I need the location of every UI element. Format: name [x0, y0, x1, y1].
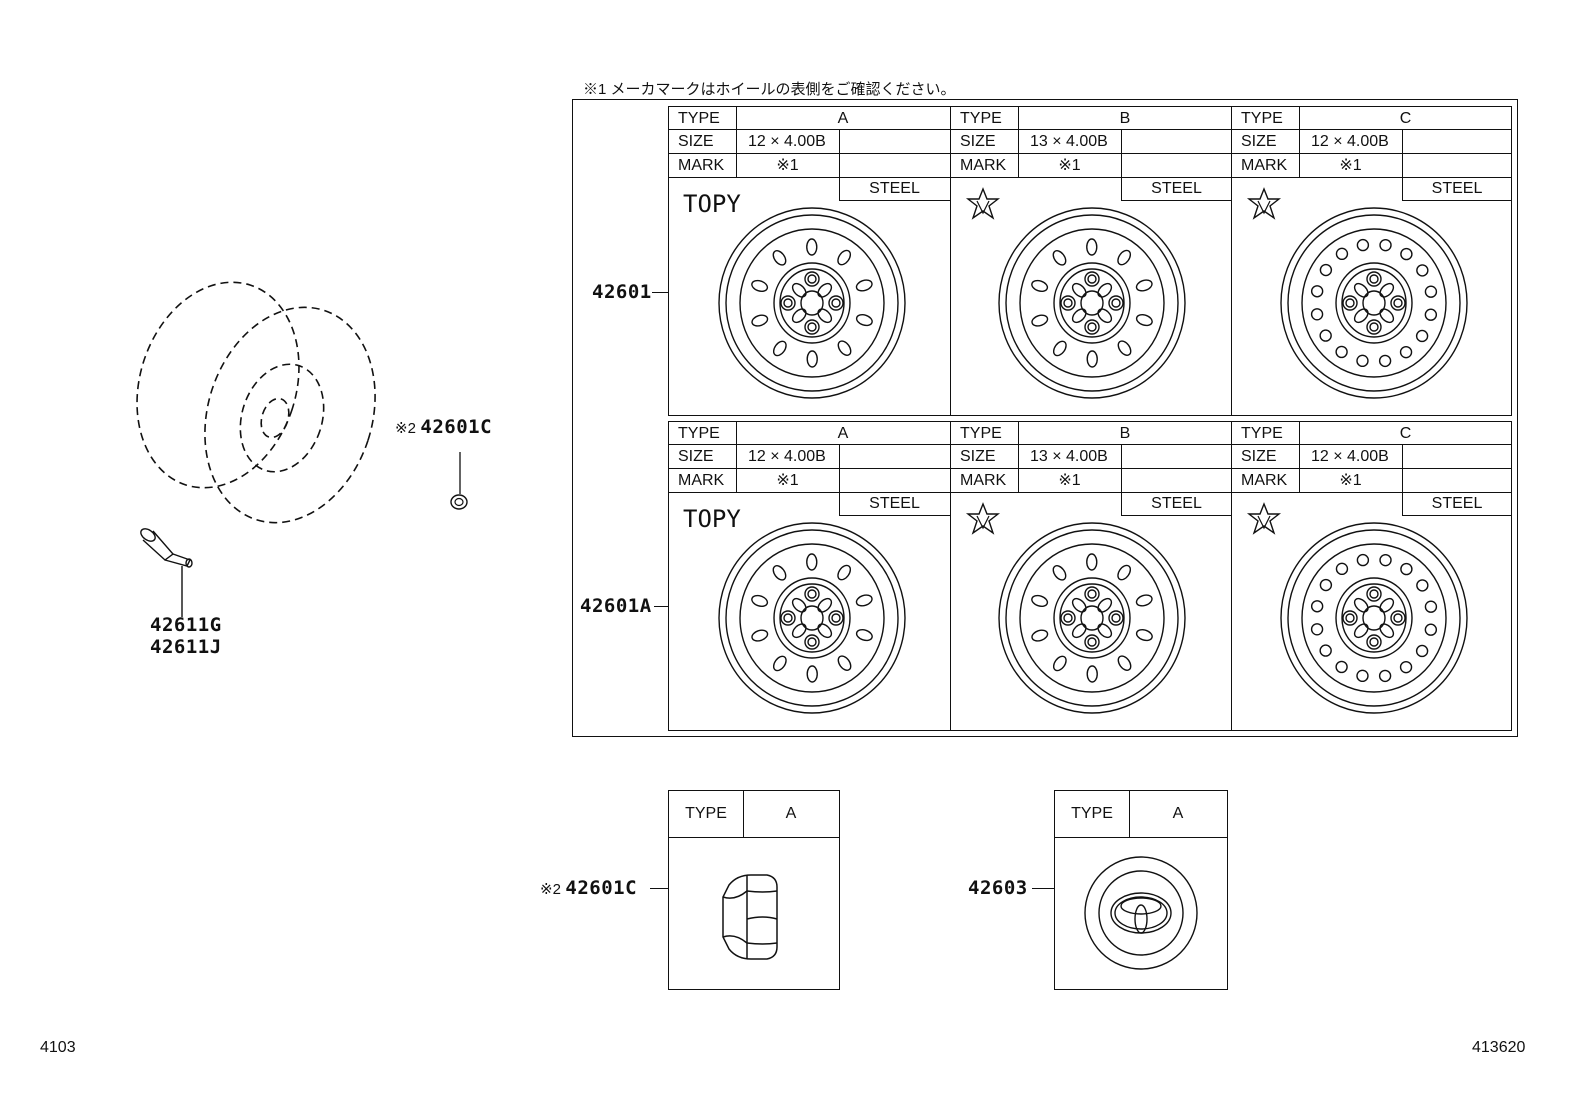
size-value: 12 × 4.00B — [748, 133, 826, 150]
maker-topy-logo: TOPY — [683, 190, 741, 218]
maker-star-logo-icon — [965, 502, 1001, 535]
callout-prefix: ※2 — [540, 881, 561, 898]
material-value: STEEL — [1151, 495, 1202, 512]
mark-label: MARK — [1241, 472, 1288, 489]
wheel-table-frame — [572, 99, 1518, 737]
material-value: STEEL — [1431, 495, 1483, 512]
mark-value: ※1 — [1058, 472, 1081, 489]
size-value: 13 × 4.00B — [1030, 133, 1108, 150]
header-note: ※1 メーカマークはホイールの表側をご確認ください。 — [583, 81, 956, 98]
wheel-type-c-bottom-icon — [1280, 522, 1468, 714]
type-label: TYPE — [1071, 805, 1113, 822]
leader-line — [1032, 888, 1054, 889]
lug-nut-small-icon — [450, 452, 468, 510]
nut-callout: ※2 42601C — [395, 416, 492, 438]
wheel-type-b-top-icon — [998, 207, 1186, 399]
wheel-column-type-c: TYPE C SIZE 12 × 4.00B MARK ※1 STEEL — [1231, 107, 1512, 415]
part-no-42603: 42603 — [968, 877, 1028, 899]
type-value: A — [837, 425, 849, 442]
maker-star-logo-icon — [1246, 502, 1282, 535]
mark-value: ※1 — [776, 157, 799, 174]
wheel-column-type-b: TYPE B SIZE 13 × 4.00B MARK ※1 STEEL — [950, 422, 1232, 730]
footer-left-code: 4103 — [40, 1039, 76, 1056]
type-label: TYPE — [1241, 110, 1283, 127]
type-label: TYPE — [960, 425, 1002, 442]
wheel-table-42601A: TYPE A SIZE 12 × 4.00B MARK ※1 STEEL TOP… — [668, 421, 1512, 731]
material-value: STEEL — [1151, 180, 1202, 197]
part-callout-42601C: ※2 42601C — [540, 877, 637, 899]
leader-line — [650, 888, 668, 889]
hubcap-type-box: TYPE A — [1054, 790, 1228, 990]
size-value: 12 × 4.00B — [1311, 448, 1389, 465]
valve-stem-icon — [140, 528, 193, 617]
mark-value: ※1 — [1058, 157, 1081, 174]
type-value: B — [1119, 425, 1131, 442]
footer-right-code: 413620 — [1472, 1039, 1526, 1056]
nut-callout-prefix: ※2 — [395, 420, 416, 437]
type-label: TYPE — [960, 110, 1002, 127]
type-value: A — [785, 805, 797, 822]
type-value: A — [837, 110, 849, 127]
mark-label: MARK — [1241, 157, 1288, 174]
wheel-type-c-top-icon — [1280, 207, 1468, 399]
size-label: SIZE — [678, 133, 714, 150]
nut-type-box: TYPE A — [668, 790, 840, 990]
size-label: SIZE — [678, 448, 714, 465]
maker-star-logo-icon — [965, 187, 1001, 220]
wheel-column-type-b: TYPE B SIZE 13 × 4.00B MARK ※1 STEEL — [950, 107, 1232, 415]
leader-line — [652, 292, 668, 293]
maker-topy-logo: TOPY — [683, 505, 741, 533]
mark-label: MARK — [960, 157, 1007, 174]
wheel-table-42601: TYPE A SIZE 12 × 4.00B MARK ※1 STEEL TOP… — [668, 106, 1512, 416]
wheel-column-type-c: TYPE C SIZE 12 × 4.00B MARK ※1 STEEL — [1231, 422, 1512, 730]
material-value: STEEL — [1431, 180, 1483, 197]
mark-value: ※1 — [1339, 472, 1362, 489]
type-value: C — [1399, 110, 1412, 127]
mark-label: MARK — [678, 157, 725, 174]
tire-assembly-diagram — [136, 281, 376, 524]
size-label: SIZE — [1241, 448, 1277, 465]
wheel-column-type-a: TYPE A SIZE 12 × 4.00B MARK ※1 STEEL TOP… — [669, 107, 950, 415]
type-value: B — [1119, 110, 1131, 127]
mark-value: ※1 — [776, 472, 799, 489]
size-label: SIZE — [1241, 133, 1277, 150]
lug-nut-icon — [722, 874, 778, 960]
material-value: STEEL — [869, 180, 920, 197]
callout-part-no: 42601C — [565, 877, 638, 899]
part-no-42601: 42601 — [592, 281, 652, 303]
hub-cap-toyota-logo-icon — [1084, 856, 1198, 970]
size-label: SIZE — [960, 133, 996, 150]
type-label: TYPE — [685, 805, 727, 822]
wheel-type-a-top-icon — [718, 207, 906, 399]
wheel-type-a-bottom-icon — [718, 522, 906, 714]
type-label: TYPE — [678, 425, 720, 442]
wheel-column-type-a: TYPE A SIZE 12 × 4.00B MARK ※1 STEEL TOP… — [669, 422, 950, 730]
type-value: C — [1399, 425, 1412, 442]
type-label: TYPE — [678, 110, 720, 127]
mark-value: ※1 — [1339, 157, 1362, 174]
valve-part-no-1: 42611G — [150, 614, 222, 636]
wheel-type-b-bottom-icon — [998, 522, 1186, 714]
type-value: A — [1172, 805, 1184, 822]
size-value: 12 × 4.00B — [748, 448, 826, 465]
size-value: 13 × 4.00B — [1030, 448, 1108, 465]
material-value: STEEL — [869, 495, 920, 512]
mark-label: MARK — [960, 472, 1007, 489]
type-label: TYPE — [1241, 425, 1283, 442]
size-label: SIZE — [960, 448, 996, 465]
valve-part-no-2: 42611J — [150, 636, 222, 658]
leader-line — [654, 606, 668, 607]
maker-star-logo-icon — [1246, 187, 1282, 220]
nut-callout-part-no: 42601C — [420, 416, 493, 438]
size-value: 12 × 4.00B — [1311, 133, 1389, 150]
mark-label: MARK — [678, 472, 725, 489]
part-no-42601A: 42601A — [580, 595, 652, 617]
